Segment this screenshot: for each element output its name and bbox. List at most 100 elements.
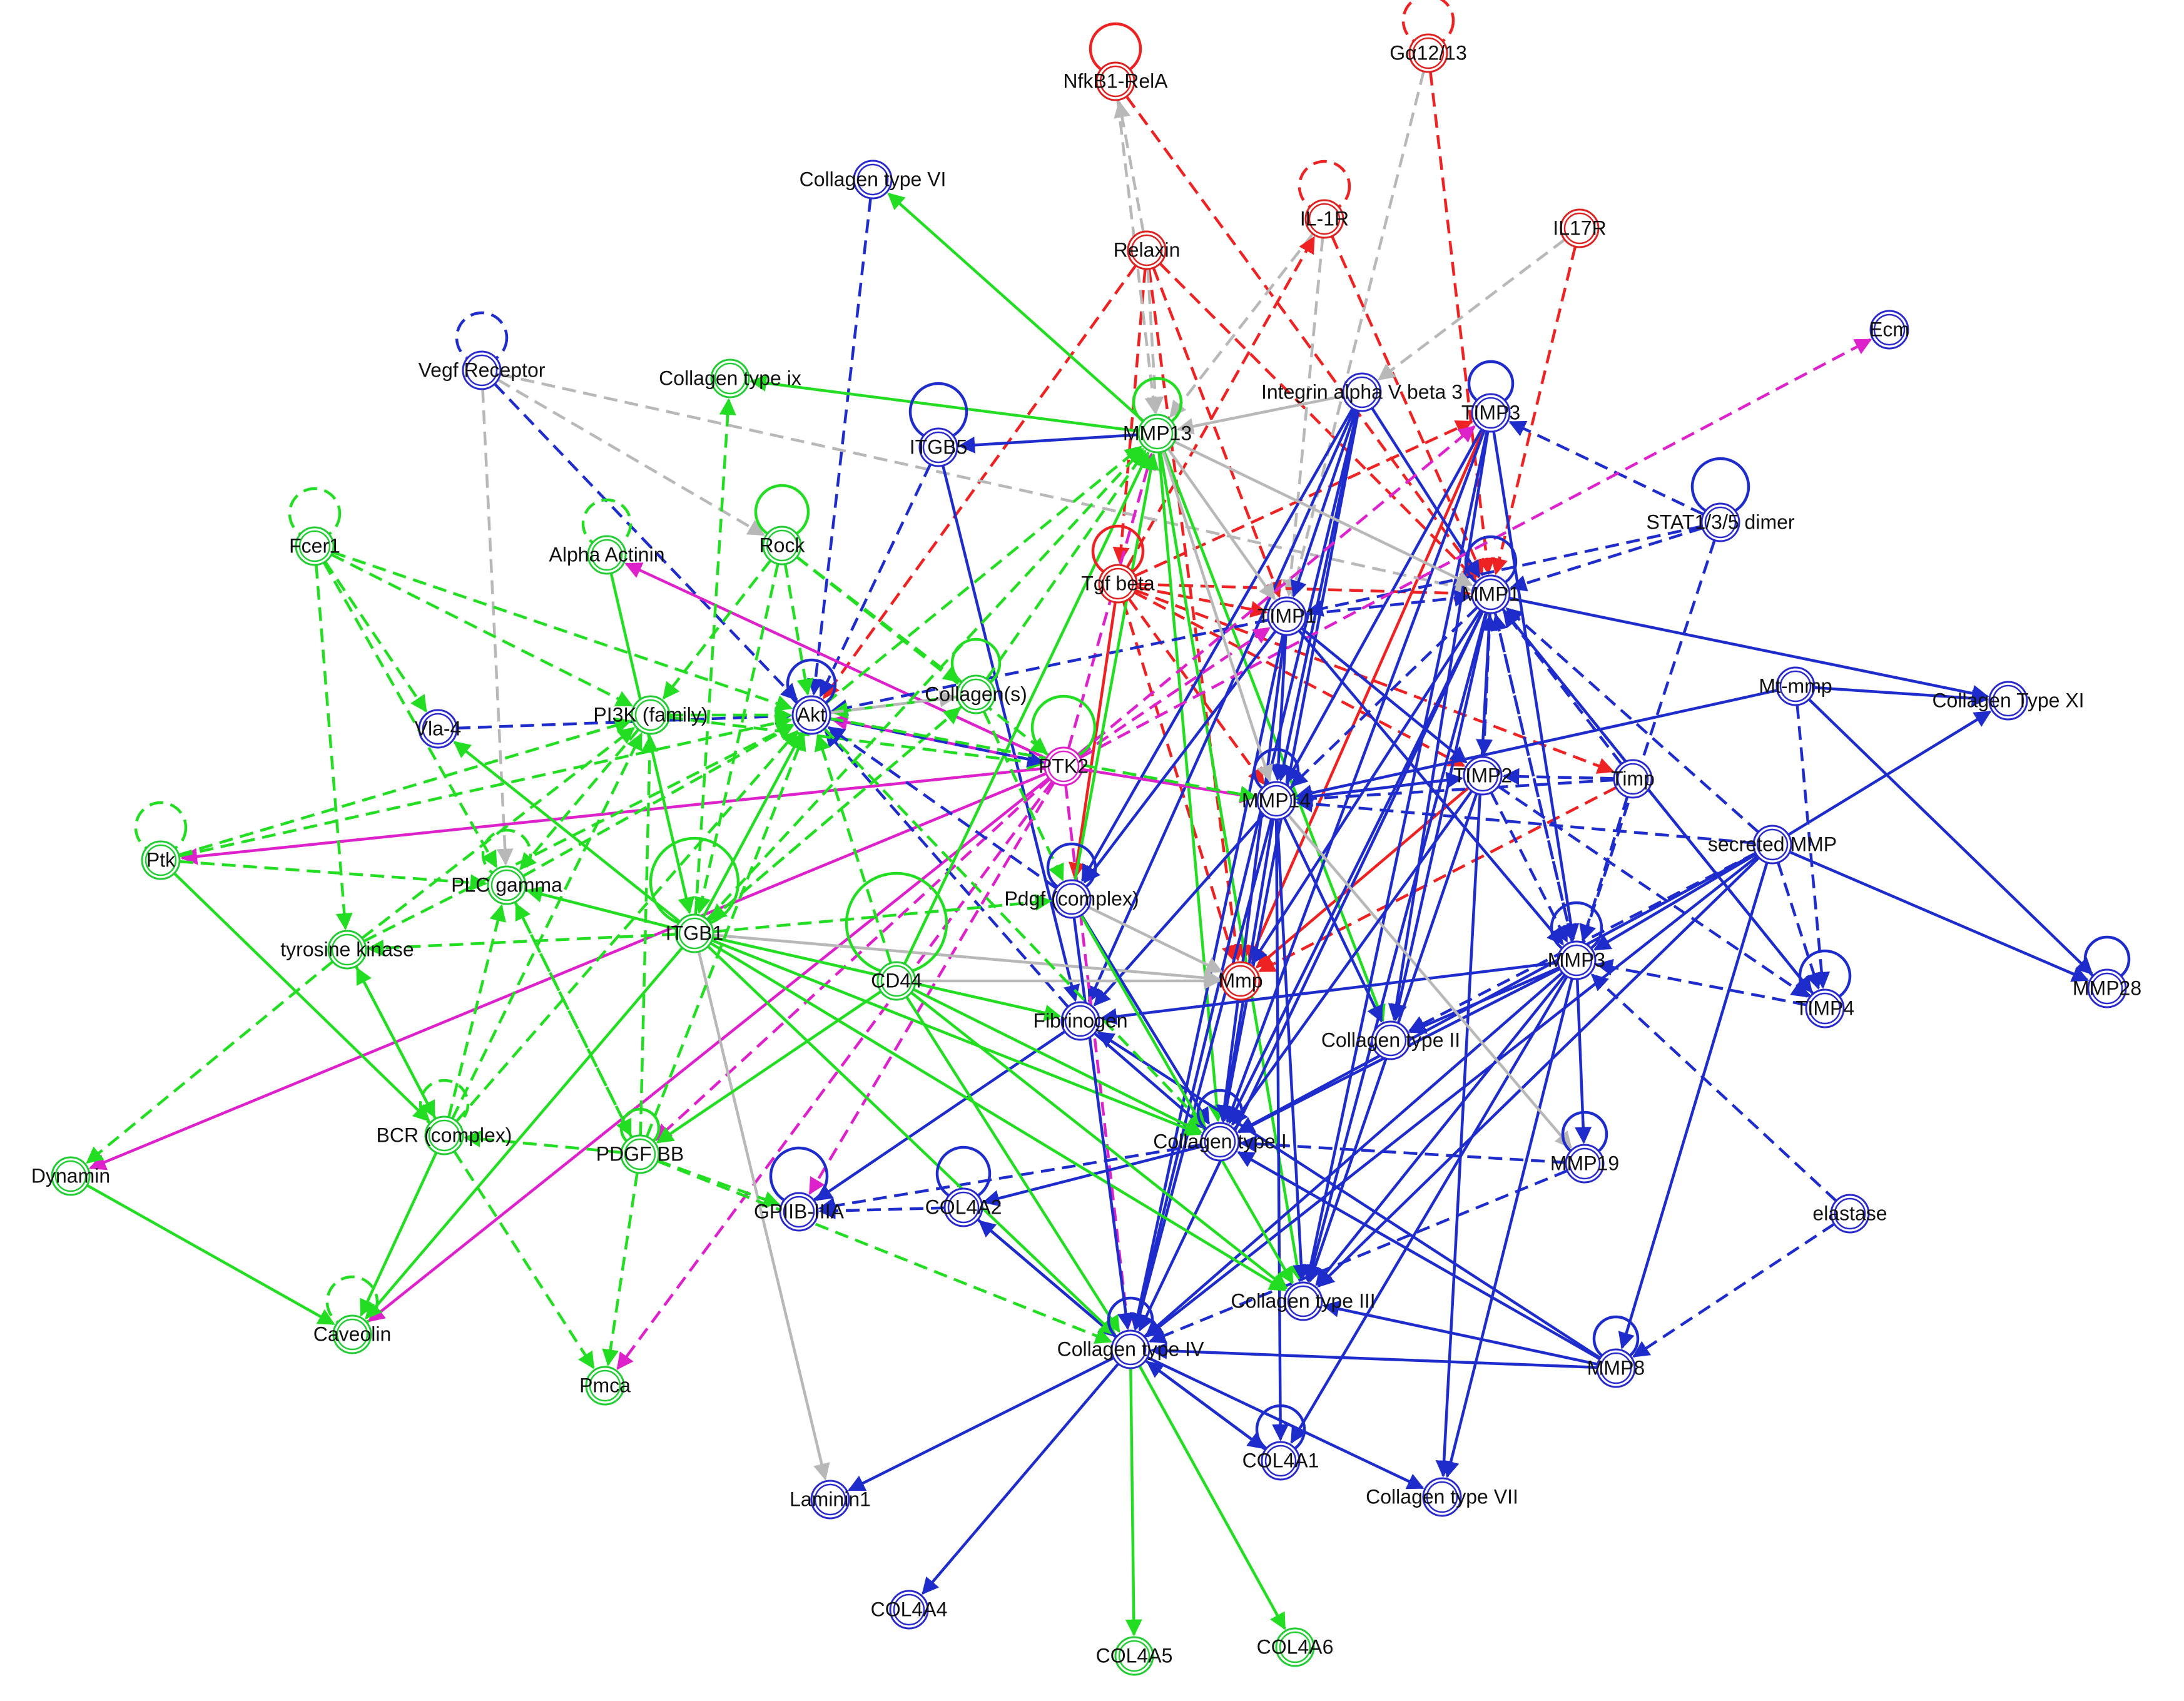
edge-mmp13-to-timp1: [1167, 448, 1276, 601]
edge-il1r-to-timp1: [1282, 237, 1324, 597]
node-shape-outer: [1805, 988, 1845, 1028]
node-collagen7[interactable]: Collagen type VII: [1366, 1477, 1518, 1517]
node-shape-outer: [295, 526, 335, 566]
node-label: Mmp: [1218, 969, 1262, 992]
node-nfkb1relA[interactable]: NfkB1-RelA: [1063, 61, 1168, 101]
node-il17r[interactable]: IL17R: [1553, 208, 1607, 248]
node-tgfbeta[interactable]: Tgf beta: [1081, 564, 1155, 604]
node-ga1213[interactable]: Gα12/13: [1389, 33, 1467, 73]
node-col4a1[interactable]: COL4A1: [1242, 1441, 1319, 1481]
node-shape-outer: [1988, 681, 2028, 721]
node-caveolin[interactable]: Caveolin: [313, 1314, 392, 1354]
node-shape-inner: [1260, 784, 1293, 817]
node-plcgamma[interactable]: PLC gamma: [451, 865, 562, 905]
node-vla4[interactable]: Vla-4: [415, 709, 462, 749]
node-shape-inner: [145, 844, 177, 876]
node-itgb1[interactable]: ITGB1: [666, 913, 723, 953]
self-loop-alphaactinin: [581, 498, 632, 549]
edge-secretedmmp-to-collagen1: [1237, 852, 1757, 1133]
node-collagen9[interactable]: Collagen type ix: [659, 358, 801, 399]
node-timp2[interactable]: TIMP2: [1453, 756, 1512, 796]
node-collagen4[interactable]: Collagen type IV: [1057, 1329, 1204, 1369]
edge-ptk2-to-pmca: [616, 780, 1054, 1370]
node-mmp8[interactable]: MMP8: [1587, 1348, 1645, 1388]
node-pdgfbb[interactable]: PDGF BB: [596, 1134, 684, 1174]
node-vegfr[interactable]: Vegf Receptor: [419, 350, 546, 390]
node-label: MMP28: [2073, 977, 2141, 999]
node-cd44[interactable]: CD44: [871, 961, 922, 1001]
node-timp1[interactable]: TIMP1: [1257, 596, 1316, 636]
node-shape-outer: [1775, 666, 1816, 706]
node-itgb5[interactable]: ITGB5: [910, 427, 967, 467]
node-tyrosinekinase[interactable]: tyrosine kinase: [280, 930, 414, 970]
node-mmp28[interactable]: MMP28: [2073, 968, 2141, 1008]
edges-layer: [86, 71, 2093, 1637]
node-gpiib[interactable]: GPIIB-IIIA: [754, 1192, 845, 1232]
node-label: Collagen type VII: [1366, 1485, 1518, 1508]
edge-relaxin-to-mmp1: [1159, 262, 1477, 581]
node-laminin1[interactable]: Laminin1: [790, 1480, 871, 1520]
node-col4a2[interactable]: COL4A2: [925, 1187, 1002, 1227]
node-il1r[interactable]: IL-1R: [1300, 199, 1349, 239]
node-bcr[interactable]: BCR (complex): [377, 1115, 512, 1155]
node-col4a6[interactable]: COL4A6: [1257, 1627, 1334, 1667]
edge-mmp1-to-mmp: [1251, 609, 1482, 965]
node-collagen11[interactable]: Collagen Type XI: [1932, 681, 2085, 721]
node-shape-inner: [1809, 992, 1841, 1025]
edge-rock-to-itgb1: [694, 563, 780, 915]
node-col4a4[interactable]: COL4A4: [871, 1590, 948, 1630]
edge-secretedmmp-to-mmp14: [1296, 795, 1754, 845]
node-label: IL-1R: [1300, 207, 1349, 230]
node-collagens[interactable]: Collagen(s): [925, 674, 1027, 714]
node-mtmmp[interactable]: Mt-mmp: [1759, 666, 1832, 706]
node-shape-outer: [1114, 1636, 1154, 1676]
node-ptk[interactable]: Ptk: [141, 840, 181, 880]
node-timp4[interactable]: TIMP4: [1795, 988, 1854, 1028]
edge-pdgfbb-to-gpiib: [657, 1159, 781, 1207]
node-mmp1[interactable]: MMP1: [1462, 574, 1520, 614]
node-collagen2[interactable]: Collagen type II: [1321, 1020, 1460, 1060]
node-ecm[interactable]: Ecm: [1869, 310, 1909, 350]
node-stat[interactable]: STAT1/3/5 dimer: [1646, 502, 1795, 542]
node-label: Collagen type IV: [1057, 1338, 1204, 1360]
node-label: TIMP3: [1461, 401, 1520, 424]
node-mmp[interactable]: Mmp: [1218, 961, 1263, 1001]
node-mmp13[interactable]: MMP13: [1123, 414, 1192, 454]
node-label: COL4A6: [1257, 1635, 1334, 1658]
node-pdgfcomplex[interactable]: Pdgf (complex): [1004, 879, 1139, 919]
node-pi3k[interactable]: PI3K (family): [593, 695, 708, 735]
node-timp3[interactable]: TIMP3: [1461, 393, 1520, 433]
node-rock[interactable]: Rock: [759, 526, 806, 566]
node-integrinav[interactable]: Integrin alpha V beta 3: [1261, 372, 1463, 412]
edge-collagen4-to-col4a5: [1125, 1368, 1142, 1637]
node-timp[interactable]: Timp: [1611, 759, 1655, 799]
node-secretedmmp[interactable]: secreted MMP: [1708, 825, 1837, 865]
edge-mtmmp-to-collagen11: [1814, 686, 1989, 707]
node-collagen3[interactable]: Collagen type III: [1231, 1281, 1376, 1321]
node-shape-outer: [853, 160, 893, 200]
edge-pdgfcomplex-to-mmp13: [1074, 452, 1159, 881]
node-mmp19[interactable]: MMP19: [1550, 1144, 1619, 1184]
node-dynamin[interactable]: Dynamin: [31, 1156, 110, 1196]
node-shape-inner: [814, 1483, 846, 1516]
edge-mmp14-to-col4a1: [1272, 819, 1289, 1441]
node-relaxin[interactable]: Relaxin: [1114, 230, 1181, 270]
node-pmca[interactable]: Pmca: [579, 1366, 631, 1406]
node-shape-inner: [1346, 376, 1378, 409]
edge-mmp3-to-collagen7: [1443, 978, 1573, 1478]
edge-itgb1-to-collagen1: [711, 938, 1202, 1137]
node-collagen1[interactable]: Collagen type I: [1153, 1122, 1287, 1162]
node-elastase[interactable]: elastase: [1812, 1194, 1887, 1234]
node-collagen6[interactable]: Collagen type VI: [800, 160, 947, 200]
node-mmp14[interactable]: MMP14: [1242, 781, 1311, 821]
node-ptk2[interactable]: PTK2: [1039, 746, 1089, 786]
node-fcer1[interactable]: Fcer1: [289, 526, 340, 566]
node-shape-outer: [620, 1134, 660, 1174]
edge-mmp1-to-collagen1: [1228, 610, 1484, 1124]
node-col4a5[interactable]: COL4A5: [1096, 1636, 1173, 1676]
node-akt[interactable]: Akt: [791, 695, 831, 735]
node-alphaactinin[interactable]: Alpha Actinin: [549, 535, 665, 575]
node-mmp3[interactable]: MMP3: [1548, 940, 1605, 980]
node-fibrinogen[interactable]: Fibrinogen: [1033, 1001, 1128, 1041]
node-shape-inner: [714, 362, 746, 395]
